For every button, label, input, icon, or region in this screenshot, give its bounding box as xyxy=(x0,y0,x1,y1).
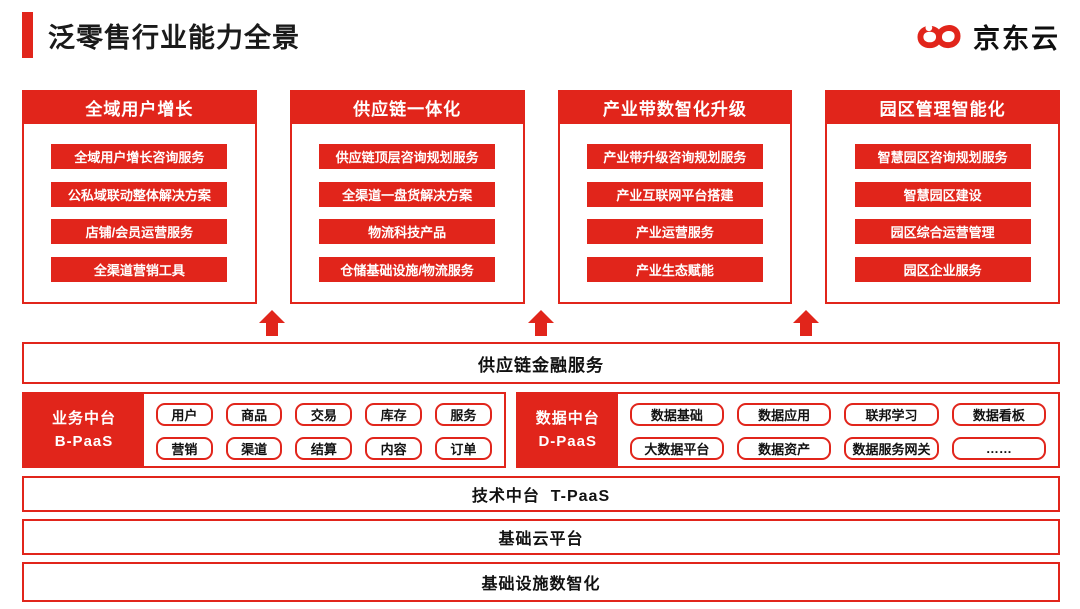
finance-band-label: 供应链金融服务 xyxy=(478,355,604,375)
page-title: 泛零售行业能力全景 xyxy=(48,22,300,53)
cloud-platform-band: 基础云平台 xyxy=(22,519,1060,555)
capability-item: 物流科技产品 xyxy=(319,219,496,245)
dpaas-item: 数据应用 xyxy=(737,403,832,426)
capability-item: 产业生态赋能 xyxy=(586,256,763,282)
bpaas-label-line1: 业务中台 xyxy=(51,409,116,427)
infrastructure-band: 基础设施数智化 xyxy=(22,562,1060,602)
arrow-row xyxy=(22,304,1060,342)
paas-row: 业务中台 B-PaaS 用户 商品 交易 库存 服务 营销 渠道 结算 内容 订… xyxy=(22,392,1060,468)
capability-item: 园区综合运营管理 xyxy=(854,219,1031,245)
up-arrow-icon xyxy=(259,310,286,336)
dpaas-item: 数据资产 xyxy=(737,437,832,460)
column-header: 全域用户增长 xyxy=(22,90,257,124)
up-arrow-head xyxy=(792,310,819,323)
bpaas-item: 服务 xyxy=(434,403,492,426)
bpaas-items: 用户 商品 交易 库存 服务 营销 渠道 结算 内容 订单 xyxy=(144,394,504,466)
up-arrow-icon xyxy=(792,310,819,336)
column-supply-chain: 供应链一体化 供应链顶层咨询规划服务 全渠道一盘货解决方案 物流科技产品 仓储基… xyxy=(289,90,525,304)
up-arrow-stem xyxy=(799,323,812,336)
bpaas-item: 商品 xyxy=(225,403,283,426)
bpaas-item: 内容 xyxy=(365,437,422,460)
column-park-management: 园区管理智能化 智慧园区咨询规划服务 智慧园区建设 园区综合运营管理 园区企业服… xyxy=(825,90,1060,304)
bpaas-item: 营销 xyxy=(156,437,213,460)
up-arrow-icon xyxy=(528,310,554,336)
infinity-logo-icon xyxy=(917,23,961,48)
column-industry-belt: 产业带数智化升级 产业带升级咨询规划服务 产业互联网平台搭建 产业运营服务 产业… xyxy=(557,90,793,304)
cloud-platform-band-label: 基础云平台 xyxy=(498,531,584,548)
capability-item: 全渠道营销工具 xyxy=(51,256,228,282)
column-body: 产业带升级咨询规划服务 产业互联网平台搭建 产业运营服务 产业生态赋能 xyxy=(557,124,793,304)
capability-item: 店铺/会员运营服务 xyxy=(51,219,228,245)
capability-item: 仓储基础设施/物流服务 xyxy=(319,256,496,282)
capability-item: 产业运营服务 xyxy=(586,219,763,245)
title-accent-bar xyxy=(22,12,33,58)
column-body: 供应链顶层咨询规划服务 全渠道一盘货解决方案 物流科技产品 仓储基础设施/物流服… xyxy=(289,124,525,304)
capability-item: 公私域联动整体解决方案 xyxy=(51,181,228,207)
column-header: 产业带数智化升级 xyxy=(557,90,793,124)
bpaas-band: 业务中台 B-PaaS 用户 商品 交易 库存 服务 营销 渠道 结算 内容 订… xyxy=(22,392,506,468)
up-arrow-stem xyxy=(266,323,279,336)
tpaas-band-label: 技术中台 T-PaaS xyxy=(471,488,611,505)
column-user-growth: 全域用户增长 全域用户增长咨询服务 公私域联动整体解决方案 店铺/会员运营服务 … xyxy=(22,90,257,304)
jd-cloud-logo-text: 京东云 xyxy=(973,24,1060,54)
bpaas-item: 渠道 xyxy=(225,437,283,460)
bpaas-item: 库存 xyxy=(365,403,422,426)
capability-item: 园区企业服务 xyxy=(854,256,1031,282)
title-block: 泛零售行业能力全景 xyxy=(22,12,300,58)
capability-item: 智慧园区咨询规划服务 xyxy=(854,144,1031,170)
capability-columns: 全域用户增长 全域用户增长咨询服务 公私域联动整体解决方案 店铺/会员运营服务 … xyxy=(22,90,1060,304)
dpaas-label-line1: 数据中台 xyxy=(535,409,600,427)
column-body: 智慧园区咨询规划服务 智慧园区建设 园区综合运营管理 园区企业服务 xyxy=(825,124,1060,304)
capability-item: 全渠道一盘货解决方案 xyxy=(319,181,496,207)
dpaas-items: 数据基础 数据应用 联邦学习 数据看板 大数据平台 数据资产 数据服务网关 …… xyxy=(618,394,1058,466)
dpaas-item: …… xyxy=(951,437,1046,460)
capability-item: 供应链顶层咨询规划服务 xyxy=(319,144,496,170)
capability-diagram: 全域用户增长 全域用户增长咨询服务 公私域联动整体解决方案 店铺/会员运营服务 … xyxy=(22,90,1060,602)
page-header: 泛零售行业能力全景 京东云 xyxy=(22,12,1060,58)
capability-item: 产业带升级咨询规划服务 xyxy=(586,144,763,170)
dpaas-item: 数据服务网关 xyxy=(844,437,939,460)
up-arrow-head xyxy=(528,310,554,323)
up-arrow-head xyxy=(259,310,286,323)
tpaas-band: 技术中台 T-PaaS xyxy=(22,476,1060,512)
column-header: 园区管理智能化 xyxy=(825,90,1060,124)
bpaas-item: 结算 xyxy=(295,437,353,460)
dpaas-item: 大数据平台 xyxy=(629,437,725,460)
column-header: 供应链一体化 xyxy=(289,90,525,124)
jd-cloud-logo: 京东云 xyxy=(912,12,1060,56)
up-arrow-stem xyxy=(535,323,547,336)
dpaas-item: 数据基础 xyxy=(629,403,725,426)
dpaas-label-line2: D-PaaS xyxy=(538,433,597,450)
capability-item: 全域用户增长咨询服务 xyxy=(51,144,228,170)
infrastructure-band-label: 基础设施数智化 xyxy=(481,576,601,593)
bpaas-item: 用户 xyxy=(156,403,213,426)
bpaas-label-line2: B-PaaS xyxy=(54,433,114,450)
dpaas-item: 联邦学习 xyxy=(844,403,939,426)
dpaas-band: 数据中台 D-PaaS 数据基础 数据应用 联邦学习 数据看板 大数据平台 数据… xyxy=(515,392,1060,468)
dpaas-label: 数据中台 D-PaaS xyxy=(517,394,618,466)
bpaas-item: 交易 xyxy=(295,403,353,426)
capability-item: 智慧园区建设 xyxy=(854,181,1031,207)
finance-band: 供应链金融服务 xyxy=(22,342,1060,384)
dpaas-item: 数据看板 xyxy=(951,403,1046,426)
bpaas-label: 业务中台 B-PaaS xyxy=(24,394,144,466)
bpaas-item: 订单 xyxy=(434,437,492,460)
column-body: 全域用户增长咨询服务 公私域联动整体解决方案 店铺/会员运营服务 全渠道营销工具 xyxy=(22,124,257,304)
capability-item: 产业互联网平台搭建 xyxy=(586,181,763,207)
